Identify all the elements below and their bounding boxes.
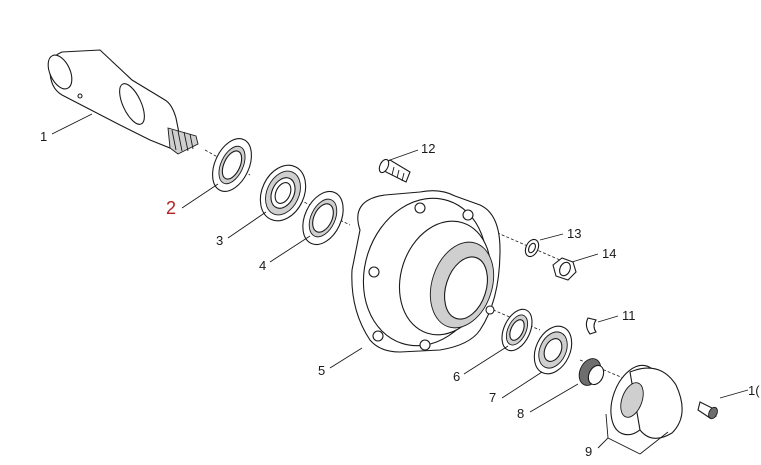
part-7-outer-bearing: [533, 325, 573, 375]
part-5-hub: [351, 190, 501, 353]
callout-8: 8: [517, 406, 525, 421]
part-2-seal: [212, 138, 252, 192]
callout-4: 4: [259, 258, 267, 273]
leader-lines: [51, 113, 749, 455]
part-1-spindle: [47, 49, 199, 155]
callout-3: 3: [216, 233, 224, 248]
callout-6: 6: [453, 369, 461, 384]
part-8-castle-nut: [578, 358, 605, 386]
part-10-screw: [697, 401, 718, 420]
callout-2: 2: [166, 198, 177, 218]
part-6-seal: [501, 308, 533, 352]
part-12-wheel-stud: [378, 158, 411, 183]
callout-9: 9: [585, 444, 593, 459]
callout-11: 11: [622, 308, 636, 323]
callout-13: 13: [567, 226, 582, 241]
callout-5: 5: [318, 363, 326, 378]
callout-12: 12: [421, 141, 436, 156]
part-9-hub-cap: [610, 364, 683, 439]
callout-14: 14: [602, 246, 617, 261]
part-3-inner-bearing: [259, 164, 307, 222]
part-11-cotter-pin: [585, 317, 597, 335]
part-4-washer: [302, 190, 344, 246]
part-14-lug-nut: [552, 257, 577, 281]
callout-10: 1(: [748, 383, 760, 398]
callout-7: 7: [489, 390, 497, 405]
callout-1: 1: [40, 129, 48, 144]
part-13-washer: [524, 238, 540, 258]
